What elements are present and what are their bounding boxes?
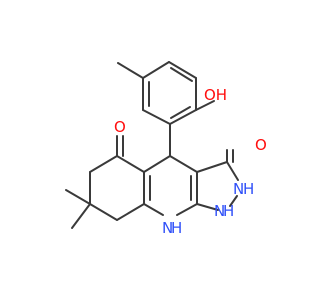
bond-ring-a-4-double	[170, 106, 191, 119]
bond-methyl-aryl	[117, 62, 144, 79]
bond-c7-c8	[89, 203, 118, 221]
ring-nitrogen-n9-hydrogen-label: H	[171, 219, 182, 237]
bond-n1-c9a	[196, 203, 219, 211]
molecule-structure-diagram: O OH O N H N H N H	[65, 61, 267, 237]
bond-ring-a-1	[142, 61, 170, 79]
bonds	[65, 61, 239, 229]
bond-c4-c3a	[169, 155, 198, 173]
ring-nitrogen-n9-label: N	[162, 219, 173, 237]
phenol-hydroxyl-label: OH	[204, 86, 227, 104]
pyrazolone-oxygen-label: O	[255, 136, 267, 154]
ketone-oxygen-label: O	[114, 118, 126, 136]
bond-n2-n1	[229, 195, 238, 207]
bond-phenol-oxygen	[195, 100, 215, 111]
bond-ring-a-4	[169, 109, 197, 125]
bond-c8-c8a	[116, 203, 145, 221]
bond-c7-methyl-a	[65, 189, 91, 205]
bond-ring-a-5	[142, 109, 171, 125]
pyrazole-nitrogen-n2-label: N	[233, 180, 244, 198]
bond-c5-c6	[89, 155, 118, 173]
atom-labels: O OH O N H N H N H	[114, 86, 267, 237]
bond-ring-a-2	[168, 61, 197, 79]
bond-c4a-c5	[116, 155, 145, 173]
bond-c4-c4a	[143, 155, 171, 173]
bond-n9-c9a	[176, 203, 198, 216]
pyrazole-nitrogen-n1-label: N	[214, 202, 225, 220]
bond-c3-n2	[226, 161, 239, 181]
bond-c3a-c3	[196, 161, 228, 173]
bond-ring-a-2-double	[170, 67, 193, 82]
pyrazole-nitrogen-n2-hydrogen-label: H	[243, 180, 254, 198]
bond-c7-methyl-b	[71, 203, 91, 229]
pyrazole-nitrogen-n1-hydrogen-label: H	[223, 202, 234, 220]
bond-c8a-n9	[143, 203, 164, 216]
